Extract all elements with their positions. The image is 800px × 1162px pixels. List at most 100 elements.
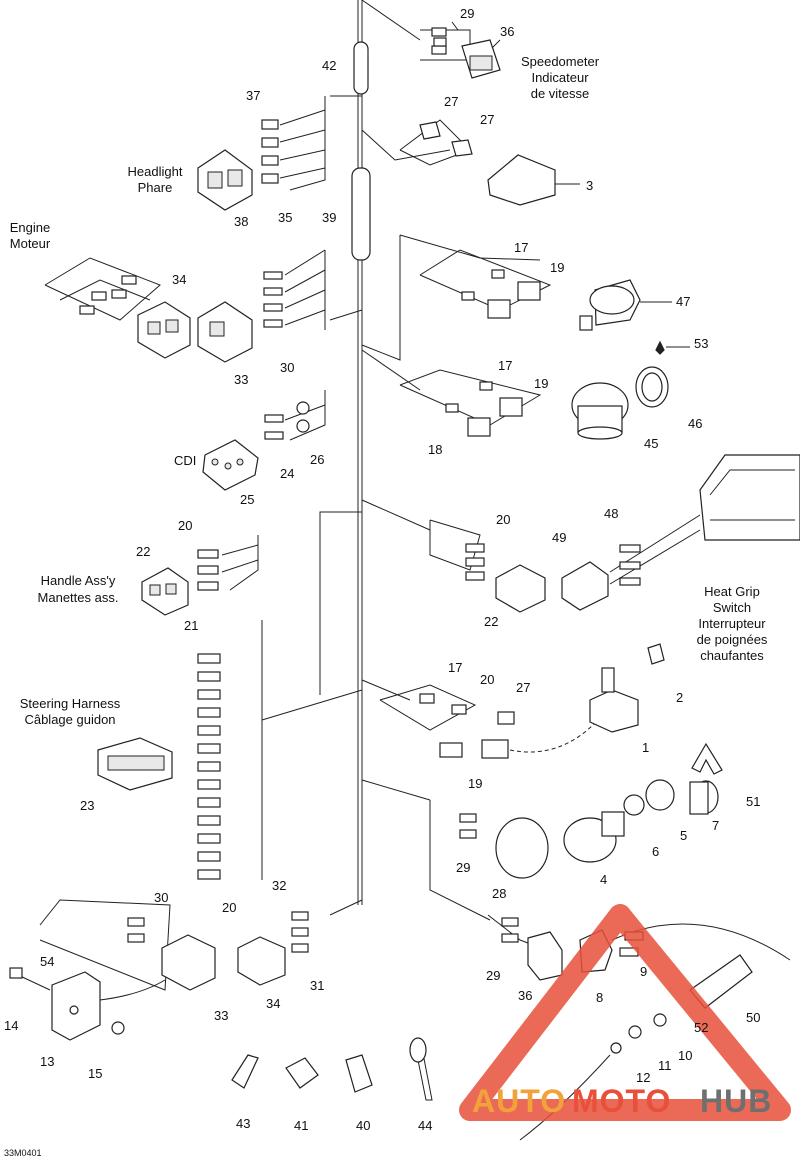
callout-25: 25 [240,492,254,507]
callout-19-c: 19 [468,776,482,791]
label-heatgrip-4: de poignées [697,632,768,647]
callout-50: 50 [746,1010,760,1025]
callout-9: 9 [640,964,647,979]
callout-38: 38 [234,214,248,229]
callout-39: 39 [322,210,336,225]
callout-29-c: 29 [486,968,500,983]
callout-27-a: 27 [444,94,458,109]
callout-7: 7 [712,818,719,833]
callout-35: 35 [278,210,292,225]
label-cdi: CDI [174,453,196,468]
engine-connector-group [44,249,326,363]
callout-18: 18 [428,442,442,457]
diagram-code: 33M0401 [4,1148,42,1158]
callout-47: 47 [676,294,690,309]
callout-43: 43 [236,1116,250,1131]
watermark-triangle [459,904,791,1121]
callout-15: 15 [88,1066,102,1081]
watermark-text-moto: MOTO [572,1083,671,1119]
callout-23: 23 [80,798,94,813]
callout-45: 45 [644,436,658,451]
label-heatgrip-3: Interrupteur [698,616,766,631]
callout-20-c: 20 [480,672,494,687]
callout-31: 31 [310,978,324,993]
callout-22-b: 22 [484,614,498,629]
label-speedometer-en: Speedometer [521,54,600,69]
label-steering-en: Steering Harness [20,696,121,711]
callout-29-a: 29 [460,6,474,21]
callout-44: 44 [418,1118,432,1133]
callout-30-b: 30 [154,890,168,905]
harness-tube-42 [353,41,369,95]
callout-22-a: 22 [136,544,150,559]
harness-tube-39 [351,167,371,261]
headlight-connector-group [197,96,326,211]
label-steering-fr: Câblage guidon [24,712,115,727]
callout-49: 49 [552,530,566,545]
callout-40: 40 [356,1118,370,1133]
label-headlight-en: Headlight [128,164,183,179]
callout-33-a: 33 [234,372,248,387]
callout-51: 51 [746,794,760,809]
callout-32: 32 [272,878,286,893]
lower-connector-group [39,899,309,991]
callout-54: 54 [40,954,54,969]
label-engine-en: Engine [10,220,50,235]
callout-52: 52 [694,1020,708,1035]
callout-17-a: 17 [514,240,528,255]
callout-53: 53 [694,336,708,351]
label-handle-fr: Manettes ass. [38,590,119,605]
callout-46: 46 [688,416,702,431]
callout-19-b: 19 [534,376,548,391]
callout-14: 14 [4,1018,18,1033]
steering-terminals [197,653,221,880]
label-handle-en: Handle Ass'y [41,573,116,588]
callout-17-c: 17 [448,660,462,675]
callout-1: 1 [642,740,649,755]
regulator-group [9,967,166,1041]
callout-26: 26 [310,452,324,467]
label-headlight-fr: Phare [138,180,173,195]
callout-19-a: 19 [550,260,564,275]
callout-21: 21 [184,618,198,633]
callout-28: 28 [492,886,506,901]
callout-27-c: 27 [516,680,530,695]
label-heatgrip-1: Heat Grip [704,584,760,599]
label-heatgrip-2: Switch [713,600,751,615]
label-heatgrip-5: chaufantes [700,648,764,663]
callout-numbers: 1 2 3 4 5 6 7 8 9 10 11 12 13 14 15 17 1… [4,6,760,1133]
cdi-connector-group [202,390,326,491]
callout-8: 8 [596,990,603,1005]
callout-36-a: 36 [500,24,514,39]
callout-33-b: 33 [214,1008,228,1023]
switch-3-group [399,119,580,206]
callout-36-b: 36 [518,988,532,1003]
callout-30-a: 30 [280,360,294,375]
callout-17-b: 17 [498,358,512,373]
switch-1-group [379,643,665,759]
callout-11: 11 [658,1058,672,1073]
callout-20-a: 20 [178,518,192,533]
watermark-logo: AUTO MOTO HUB [459,904,791,1121]
callout-20-b: 20 [496,512,510,527]
callout-24: 24 [280,466,294,481]
callout-12: 12 [636,1070,650,1085]
callout-4: 4 [600,872,607,887]
callout-3: 3 [586,178,593,193]
steering-harness-group [97,620,263,880]
callout-37: 37 [246,88,260,103]
callout-20-d: 20 [222,900,236,915]
label-speedometer-fr2: de vitesse [531,86,590,101]
callout-5: 5 [680,828,687,843]
watermark-text-auto: AUTO [472,1083,566,1119]
group-labels: Speedometer Indicateur de vitesse Headli… [4,54,768,1158]
callout-42: 42 [322,58,336,73]
accessories-group [231,1037,433,1101]
callout-41: 41 [294,1118,308,1133]
callout-2: 2 [676,690,683,705]
label-speedometer-fr1: Indicateur [531,70,589,85]
key-switch-group [429,742,723,921]
heat-grip-connector-group [429,454,800,613]
callout-34-a: 34 [172,272,186,287]
